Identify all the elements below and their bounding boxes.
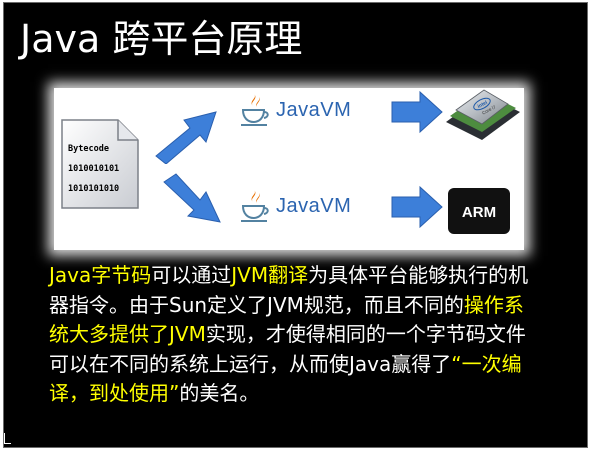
diagram-panel: Bytecode 1010010101 1010101010 JavaVM (54, 88, 524, 250)
description-segment: 为具体平台能够执行的机器指令。由于Sun定义了JVM规范，而且不同的 (49, 263, 529, 317)
arm-chip-icon: ARM (448, 188, 510, 234)
description-segment: 实现，才使得相同的一个字节码文件可以在不同的系统上运行，从而使Java赢得了 (49, 322, 526, 376)
java-cup-icon (241, 190, 269, 222)
description-segment: “一次编译，到处使用” (49, 351, 522, 406)
arrow-to-top-jvm (155, 111, 217, 164)
description-segment: 可以通过 (151, 263, 232, 287)
bytecode-line-2: 1010101010 (68, 184, 119, 194)
arm-label: ARM (462, 204, 496, 221)
description-segment: JVM翻译 (231, 263, 309, 287)
jvm-top: JavaVM (238, 92, 351, 128)
jvm-bottom: JavaVM (238, 188, 351, 224)
description-segment: Java字节码 (49, 263, 152, 287)
jvm-top-label: JavaVM (276, 98, 352, 121)
intel-core-i7-chip-icon: intel Core i7 (446, 89, 520, 140)
intel-brand: intel (477, 99, 489, 109)
description-segment: 的美名。 (179, 381, 260, 405)
java-cup-icon (241, 94, 269, 126)
slide: Java 跨平台原理 Bytecode 1010010101 101010101… (3, 2, 588, 448)
arrow-to-arm-chip (391, 185, 443, 229)
description-segment: 操作系统大多提供了JVM (49, 292, 524, 347)
arrow-to-bottom-jvm (163, 173, 221, 223)
arrow-to-intel-chip (391, 90, 443, 134)
bytecode-label: Bytecode (68, 144, 109, 154)
description-paragraph: Java字节码可以通过JVM翻译为具体平台能够执行的机器指令。由于Sun定义了J… (49, 261, 539, 409)
slide-title: Java 跨平台原理 (20, 17, 303, 61)
jvm-bottom-label: JavaVM (276, 194, 352, 217)
intel-model: Core i7 (481, 104, 497, 115)
corner-mark (4, 433, 11, 444)
document-icon: Bytecode 1010010101 1010101010 (61, 119, 139, 209)
bytecode-line-1: 1010010101 (68, 164, 119, 174)
